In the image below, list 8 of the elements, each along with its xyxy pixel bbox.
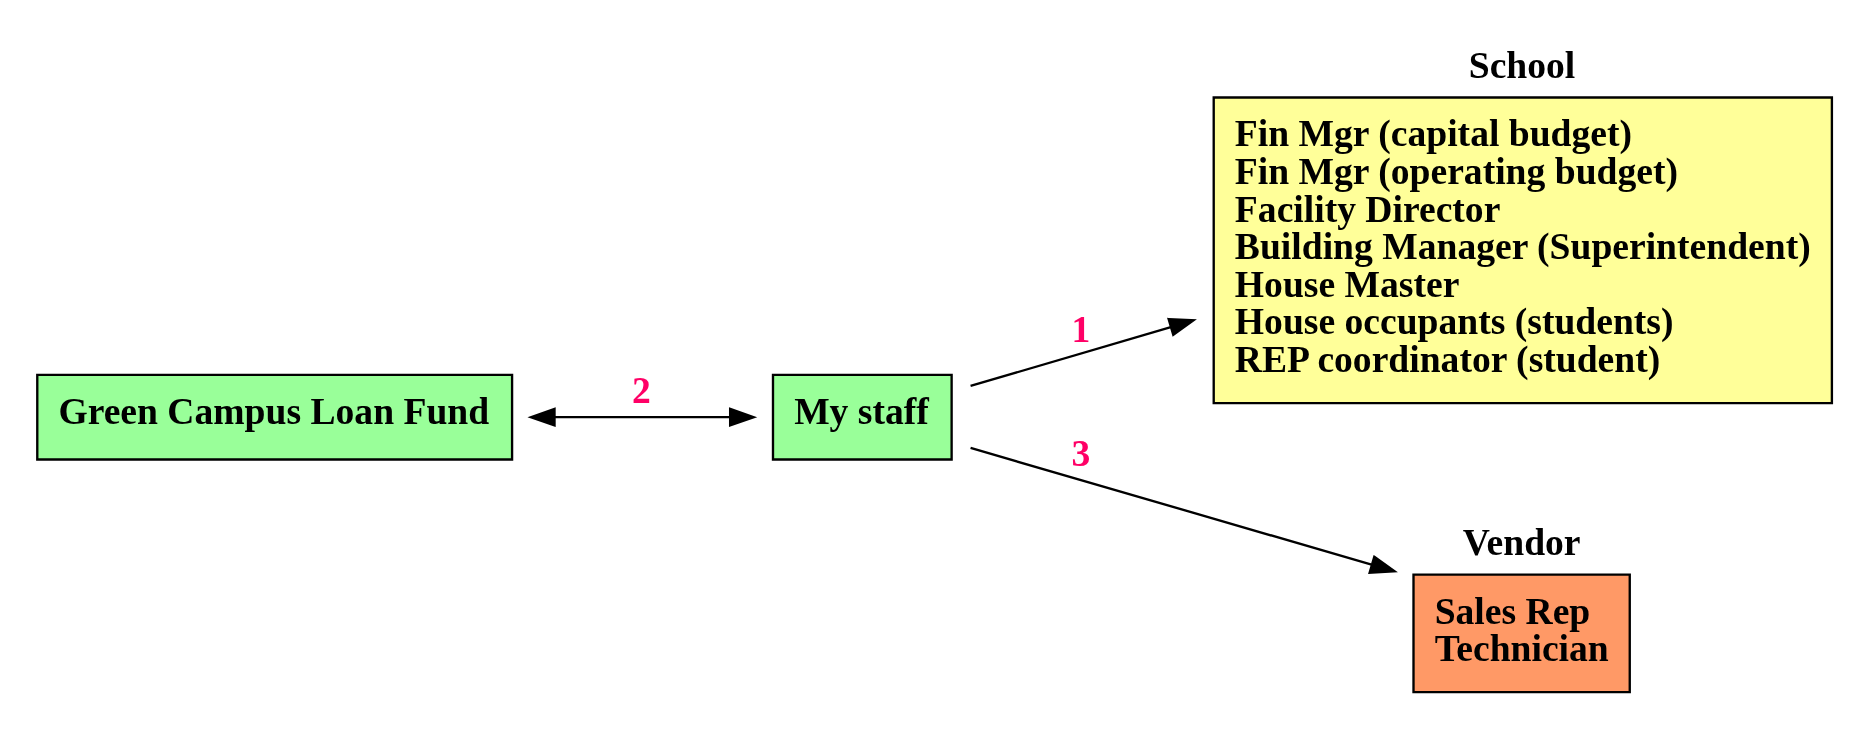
edge-label: 3 xyxy=(1071,431,1090,474)
edge-label: 2 xyxy=(631,368,651,411)
node-label: Vendor xyxy=(1462,520,1581,563)
node-label: School xyxy=(1468,43,1575,86)
arrow xyxy=(969,446,1398,574)
arrow xyxy=(969,317,1197,387)
arrow xyxy=(526,406,757,427)
edge-label: 1 xyxy=(1071,307,1090,349)
